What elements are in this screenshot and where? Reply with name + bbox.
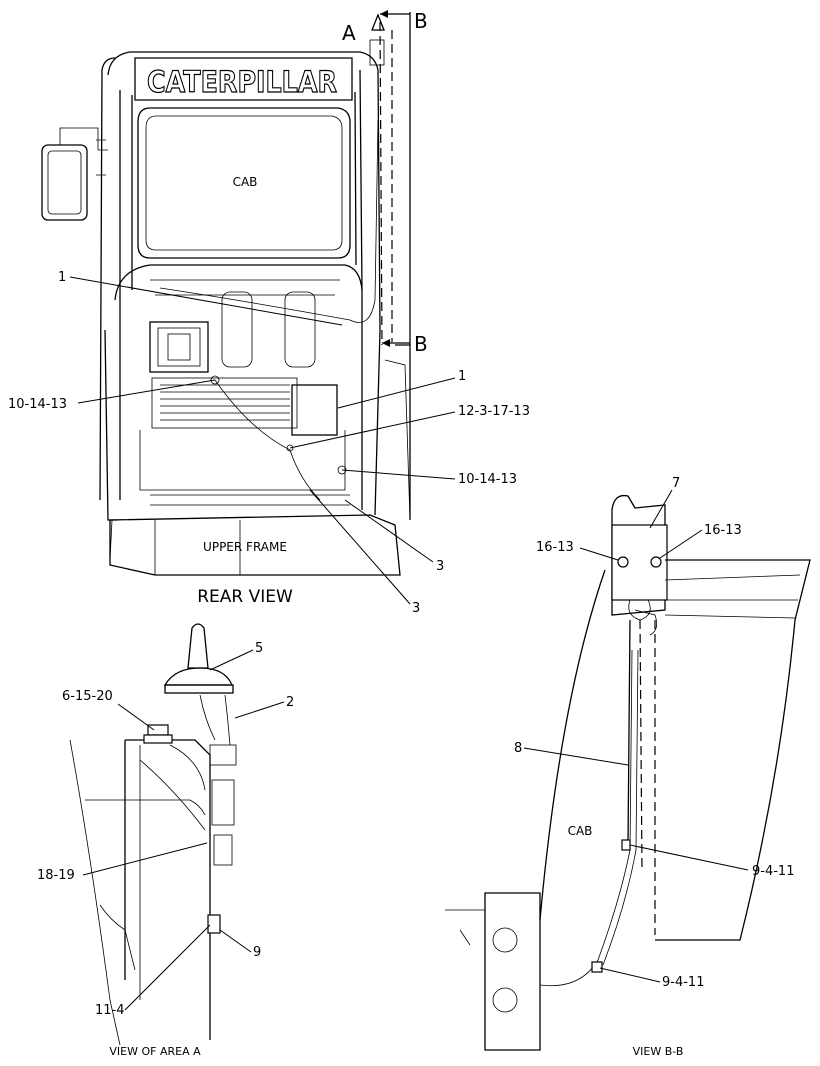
callout-16-13-right: 16-13 [704,523,742,538]
callout-12-3-17-13: 12-3-17-13 [458,404,530,419]
callout-5: 5 [255,641,263,656]
cab-label-rear: CAB [233,175,258,189]
view-title-rear: REAR VIEW [197,587,293,607]
callout-9-4-11-upper: 9-4-11 [752,864,794,879]
view-b-b: 7 16-13 16-13 8 CAB 9-4-11 9-4-11 VIEW B… [445,476,811,1058]
callout-1-right: 1 [458,369,466,384]
section-marker-b-top: B [414,9,428,33]
callout-10-14-13-right: 10-14-13 [458,472,517,487]
view-title-b-b: VIEW B-B [633,1045,684,1058]
callout-10-14-13-left: 10-14-13 [8,397,67,412]
view-title-area-a: VIEW OF AREA A [109,1045,201,1058]
callout-6-15-20: 6-15-20 [62,689,113,704]
callout-2: 2 [286,695,294,710]
callout-9-a: 9 [253,945,261,960]
cab-label-bb: CAB [568,824,593,838]
section-marker-b-bottom: B [414,332,428,356]
louver-grille [151,377,298,429]
callout-16-13-left: 16-13 [536,540,574,555]
callout-8: 8 [514,741,522,756]
callout-3-lower: 3 [412,601,420,616]
callout-9-4-11-lower: 9-4-11 [662,975,704,990]
view-area-a: 5 2 6-15-20 18-19 9 11-4 VIEW OF AREA A [37,623,294,1058]
callout-3-upper: 3 [436,559,444,574]
brand-text: CATERPILLAR [147,65,337,99]
callout-1-left: 1 [58,270,66,285]
upper-frame-label: UPPER FRAME [203,540,287,554]
callout-11-4: 11-4 [95,1003,125,1018]
section-marker-a: A [342,21,356,45]
callout-7: 7 [672,476,680,491]
rear-view: CATERPILLAR CAB UPPER FRAME [8,9,530,616]
callout-18-19: 18-19 [37,868,75,883]
